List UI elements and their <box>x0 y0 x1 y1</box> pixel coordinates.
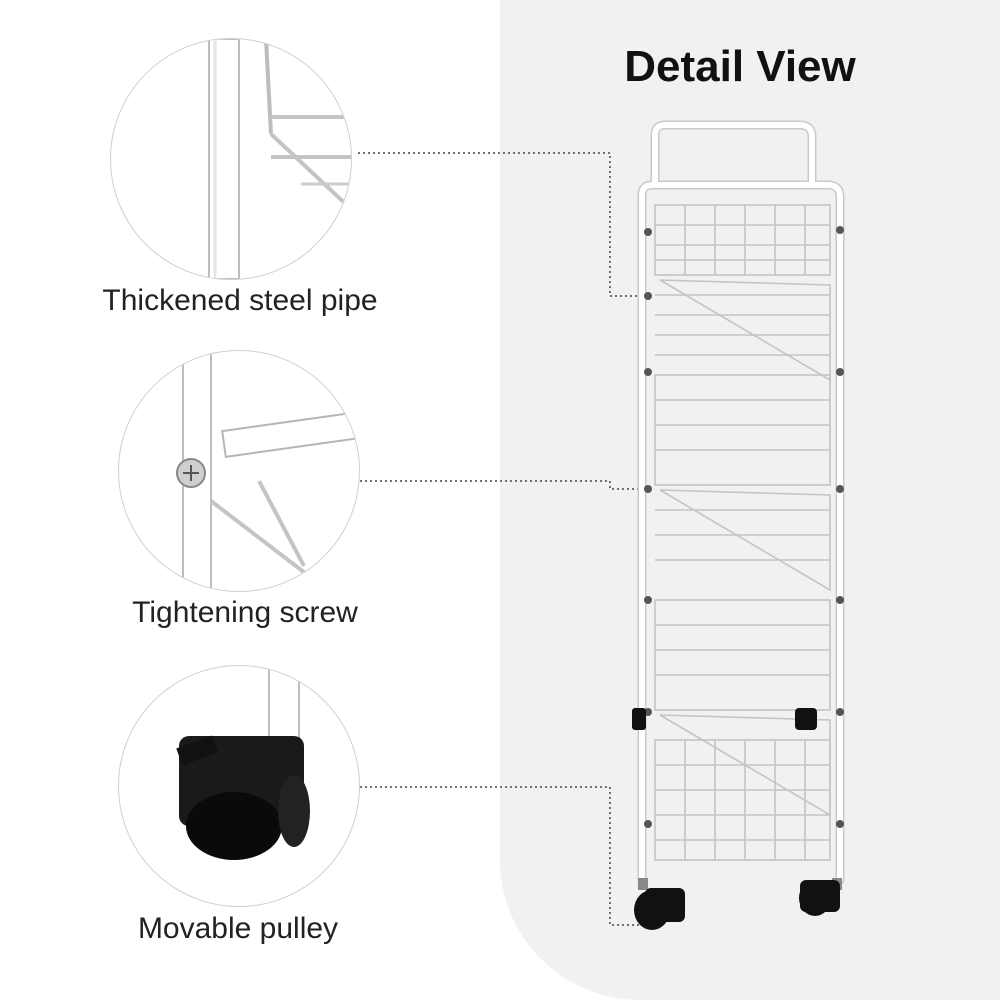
leader-line-steel-pipe <box>358 152 648 297</box>
caster-wheel-closeup-image <box>118 665 360 907</box>
screw-caption: Tightening screw <box>132 596 358 629</box>
leader-line-pulley <box>360 786 640 926</box>
screw-closeup-image <box>118 350 360 592</box>
pulley-caption: Movable pulley <box>137 912 339 945</box>
page-title: Detail View <box>624 42 856 91</box>
detail-view-panel <box>500 0 1000 1000</box>
steel-pipe-caption: Thickened steel pipe <box>102 284 378 317</box>
rolling-cart-image <box>632 120 845 930</box>
leader-line-screw <box>360 480 648 490</box>
steel-pipe-closeup-image <box>110 38 352 280</box>
